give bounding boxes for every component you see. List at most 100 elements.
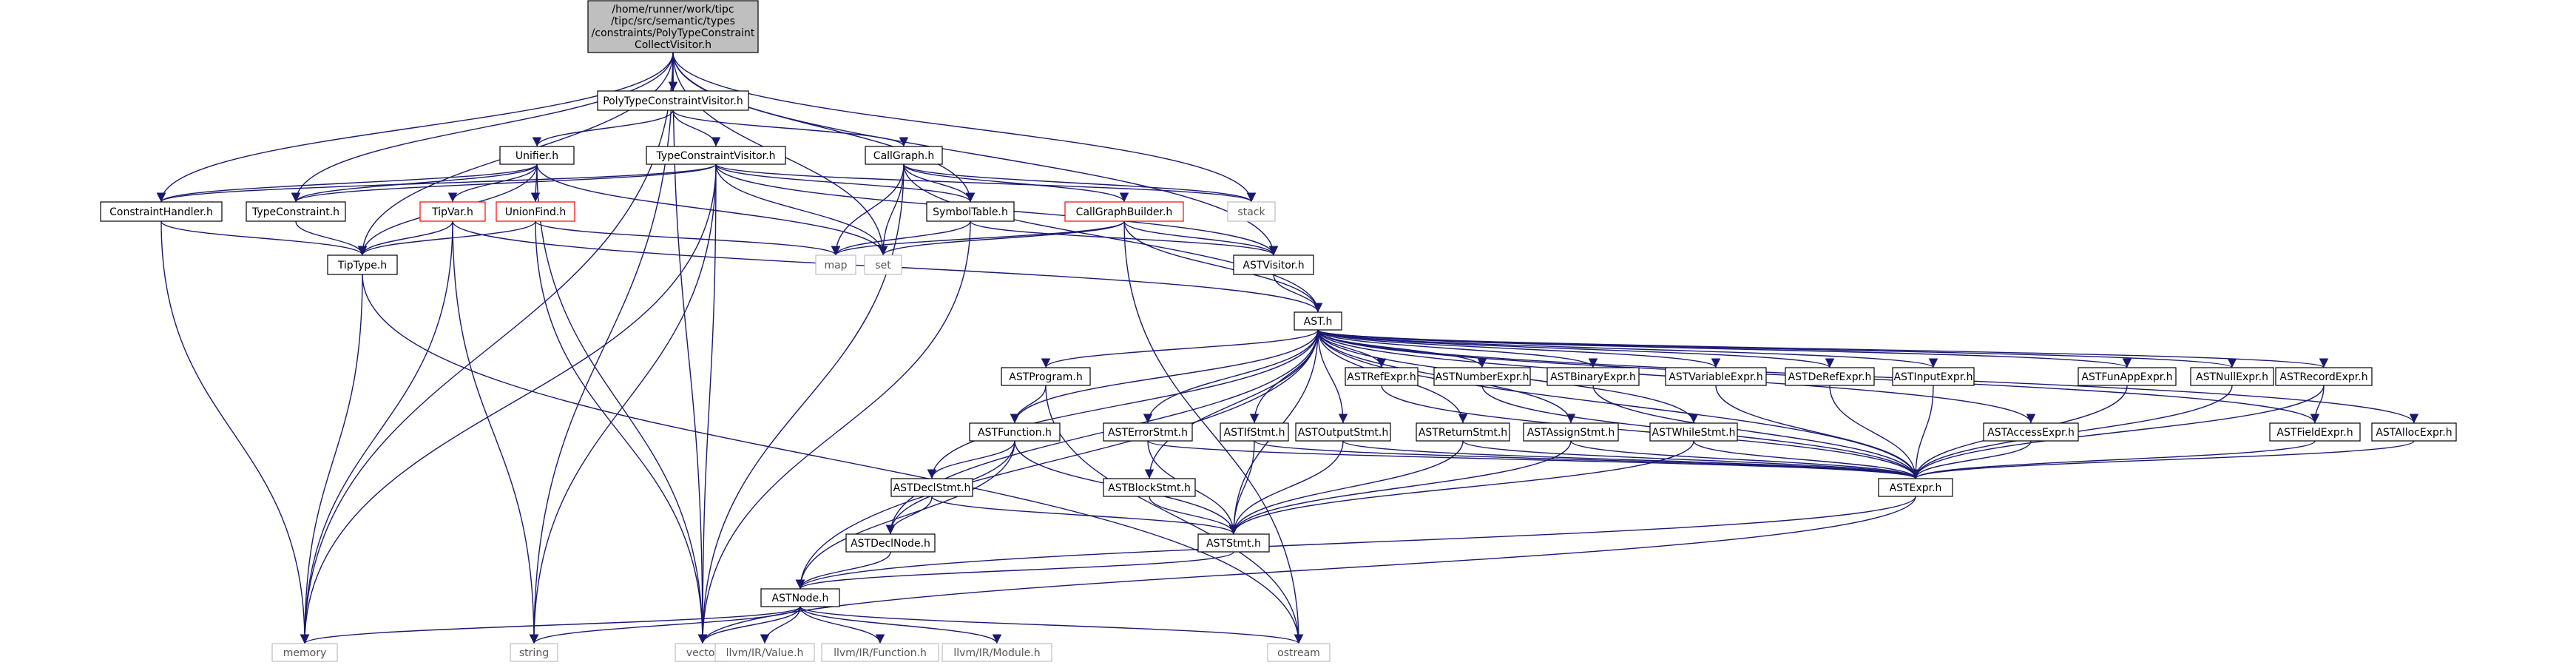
edge-callgraphbuilder-to-astvisitor bbox=[1123, 220, 1279, 256]
node-polytypeconstraintvisitor[interactable]: PolyTypeConstraintVisitor.h bbox=[597, 90, 749, 111]
node-box bbox=[1649, 422, 1738, 442]
node-astdeclstmt[interactable]: ASTDeclStmt.h bbox=[890, 478, 973, 497]
node-callgraphbuilder[interactable]: CallGraphBuilder.h bbox=[1064, 201, 1184, 222]
edge-astfieldexpr-to-astexpr bbox=[1910, 440, 2316, 479]
node-unifier[interactable]: Unifier.h bbox=[499, 146, 575, 165]
node-astexpr[interactable]: ASTExpr.h bbox=[1878, 478, 1953, 497]
node-astnumberexpr[interactable]: ASTNumberExpr.h bbox=[1433, 367, 1531, 386]
node-box bbox=[821, 643, 939, 662]
edge-astrecordexpr-to-astfieldexpr bbox=[2310, 385, 2325, 424]
edge-astfunction-to-astdeclstmt bbox=[927, 440, 1015, 479]
node-label: string bbox=[519, 647, 549, 659]
node-box bbox=[2275, 367, 2373, 386]
node-astinputexpr[interactable]: ASTInputExpr.h bbox=[1892, 367, 1975, 386]
node-box bbox=[646, 146, 786, 165]
edge-typeconstraintvisitor-to-string bbox=[529, 163, 717, 644]
edge-ast-to-astblockstmt bbox=[1144, 329, 1319, 479]
node-box bbox=[1983, 422, 2079, 442]
node-ast[interactable]: AST.h bbox=[1294, 311, 1342, 331]
edge-ast-to-astinputexpr bbox=[1317, 329, 1938, 368]
node-label: ASTFieldExpr.h bbox=[2276, 427, 2353, 439]
node-box bbox=[1064, 201, 1184, 222]
edge-callgraph-to-ast bbox=[903, 163, 1323, 313]
node-astifstmt[interactable]: ASTIfStmt.h bbox=[1220, 422, 1289, 442]
node-astdeclnode[interactable]: ASTDeclNode.h bbox=[845, 533, 936, 553]
node-label: ASTDeclNode.h bbox=[851, 538, 930, 550]
node-label: ASTStmt.h bbox=[1206, 538, 1261, 550]
node-constrainthandler[interactable]: ConstraintHandler.h bbox=[100, 201, 223, 222]
node-astvisitor[interactable]: ASTVisitor.h bbox=[1233, 254, 1314, 275]
node-label: ASTProgram.h bbox=[1009, 371, 1082, 383]
node-symboltable[interactable]: SymbolTable.h bbox=[926, 201, 1015, 222]
edge-astassignstmt-to-aststmt bbox=[1228, 440, 1572, 535]
node-callgraph[interactable]: CallGraph.h bbox=[865, 146, 943, 165]
node-unionfind[interactable]: UnionFind.h bbox=[496, 201, 575, 222]
node-typeconstraintvisitor[interactable]: TypeConstraintVisitor.h bbox=[646, 146, 786, 165]
node-astrecordexpr[interactable]: ASTRecordExpr.h bbox=[2275, 367, 2373, 386]
edge-unionfind-to-map bbox=[535, 220, 841, 256]
node-astwhilestmt[interactable]: ASTWhileStmt.h bbox=[1649, 422, 1738, 442]
node-astnullexpr[interactable]: ASTNullExpr.h bbox=[2190, 367, 2274, 386]
node-tipvar[interactable]: TipVar.h bbox=[419, 201, 486, 222]
node-label: PolyTypeConstraintVisitor.h bbox=[603, 95, 743, 107]
node-astvariableexpr[interactable]: ASTVariableExpr.h bbox=[1665, 367, 1767, 386]
node-box bbox=[1665, 367, 1767, 386]
edge-root-to-vector bbox=[672, 52, 708, 644]
node-box bbox=[890, 478, 973, 497]
edge-root-to-constrainthandler bbox=[156, 52, 674, 203]
node-label: ASTRefExpr.h bbox=[1347, 371, 1416, 383]
node-astblockstmt[interactable]: ASTBlockStmt.h bbox=[1103, 478, 1196, 497]
node-label: ASTInputExpr.h bbox=[1893, 371, 1972, 383]
edge-unifier-to-typeconstraint bbox=[291, 163, 538, 203]
edge-root-to-memory bbox=[300, 52, 674, 644]
node-astrefexpr[interactable]: ASTRefExpr.h bbox=[1345, 367, 1419, 386]
node-astprogram[interactable]: ASTProgram.h bbox=[1001, 367, 1091, 386]
node-label: ASTExpr.h bbox=[1890, 482, 1942, 494]
node-box bbox=[1103, 422, 1193, 442]
node-astassignstmt[interactable]: ASTAssignStmt.h bbox=[1523, 422, 1619, 442]
node-label: ASTFunAppExpr.h bbox=[2081, 371, 2172, 383]
edge-callgraphbuilder-to-set bbox=[878, 220, 1125, 256]
node-astnode[interactable]: ASTNode.h bbox=[760, 588, 840, 607]
node-astallocexpr[interactable]: ASTAllocExpr.h bbox=[2371, 422, 2457, 442]
node-label: ASTAssignStmt.h bbox=[1527, 427, 1615, 439]
node-label: ASTWhileStmt.h bbox=[1652, 427, 1736, 439]
edge-astallocexpr-to-astexpr bbox=[1911, 440, 2415, 479]
edge-root-to-typeconstraint bbox=[291, 52, 674, 203]
node-label: TypeConstraintVisitor.h bbox=[656, 150, 776, 162]
edge-typeconstraintvisitor-to-stack bbox=[715, 163, 1256, 203]
node-asterrorstmt[interactable]: ASTErrorStmt.h bbox=[1103, 422, 1193, 442]
node-label: CollectVisitor.h bbox=[635, 39, 711, 51]
node-label: ASTNode.h bbox=[772, 593, 829, 604]
node-astbinaryexpr[interactable]: ASTBinaryExpr.h bbox=[1546, 367, 1640, 386]
node-llvmvalue: llvm/IR/Value.h bbox=[714, 643, 815, 662]
node-astoutputstmt[interactable]: ASTOutputStmt.h bbox=[1295, 422, 1391, 442]
node-aststmt[interactable]: ASTStmt.h bbox=[1197, 533, 1270, 553]
node-stack: stack bbox=[1227, 201, 1276, 222]
edge-symboltable-to-vector bbox=[697, 220, 971, 644]
node-tiptype[interactable]: TipType.h bbox=[327, 254, 398, 275]
node-label: set bbox=[875, 260, 891, 271]
node-astfunction[interactable]: ASTFunction.h bbox=[969, 422, 1061, 442]
node-label: llvm/IR/Function.h bbox=[834, 647, 927, 659]
node-astfunappexpr[interactable]: ASTFunAppExpr.h bbox=[2078, 367, 2177, 386]
node-root[interactable]: /home/runner/work/tipc/tipc/src/semantic… bbox=[587, 0, 759, 53]
node-label: /constraints/PolyTypeConstraint bbox=[592, 27, 755, 39]
node-box bbox=[496, 201, 575, 222]
edge-ast-to-astfunction bbox=[1010, 329, 1319, 424]
node-string: string bbox=[510, 643, 558, 662]
node-astfieldexpr[interactable]: ASTFieldExpr.h bbox=[2269, 422, 2361, 442]
node-label: ASTOutputStmt.h bbox=[1298, 427, 1388, 439]
node-label: CallGraphBuilder.h bbox=[1076, 206, 1173, 218]
node-box bbox=[1878, 478, 1953, 497]
edge-astoutputstmt-to-astexpr bbox=[1342, 440, 1920, 479]
node-astderefexpr[interactable]: ASTDeRefExpr.h bbox=[1785, 367, 1875, 386]
node-box bbox=[969, 422, 1061, 442]
edge-constrainthandler-to-memory bbox=[160, 220, 310, 644]
node-typeconstraint[interactable]: TypeConstraint.h bbox=[246, 201, 346, 222]
node-astaccessexpr[interactable]: ASTAccessExpr.h bbox=[1983, 422, 2079, 442]
edge-astassignstmt-to-astexpr bbox=[1570, 440, 1921, 479]
node-label: stack bbox=[1237, 206, 1265, 218]
node-label: ASTIfStmt.h bbox=[1224, 427, 1285, 439]
node-astreturnstmt[interactable]: ASTReturnStmt.h bbox=[1416, 422, 1510, 442]
